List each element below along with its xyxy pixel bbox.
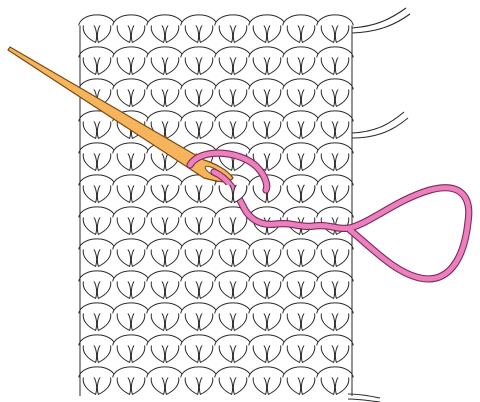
knitting-illustration bbox=[0, 0, 480, 402]
